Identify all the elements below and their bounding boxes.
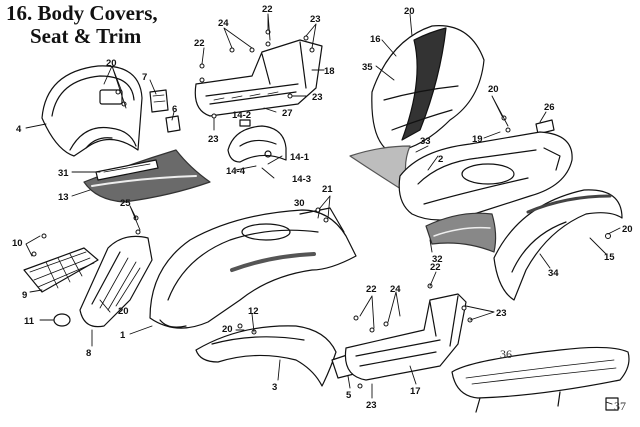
part-4-rear-fender-cover	[41, 65, 143, 157]
callout-10: 10	[12, 238, 23, 249]
callout-23e: 23	[366, 400, 377, 411]
part-7-decal	[149, 89, 169, 113]
callout-24b: 24	[390, 284, 401, 295]
callout-20a: 20	[106, 58, 117, 69]
callout-7: 7	[142, 72, 147, 83]
callout-33: 33	[420, 136, 431, 147]
callout-22d: 22	[430, 262, 441, 273]
title-line-1: 16. Body Covers,	[6, 1, 158, 25]
callout-32: 32	[432, 254, 443, 265]
callout-34: 34	[548, 268, 559, 279]
part-31-emblem	[95, 159, 159, 181]
callout-15: 15	[604, 252, 615, 263]
callout-23d: 23	[496, 308, 507, 319]
part-17-footrest-frame	[344, 293, 467, 381]
part-11-plug	[53, 313, 71, 327]
callout-37: 37	[614, 399, 626, 413]
callout-31: 31	[58, 168, 69, 179]
callout-22c: 22	[366, 284, 377, 295]
callout-13: 13	[58, 192, 69, 203]
callout-labels: 4 20 7 6 31 13 22 24 22 23 18 23 27 23 1…	[12, 4, 633, 413]
callout-26: 26	[544, 102, 555, 113]
callout-23b: 23	[312, 92, 323, 103]
callout-14-3: 14-3	[292, 174, 311, 185]
callout-3: 3	[272, 382, 277, 393]
part-26-plate	[535, 119, 555, 135]
callout-1: 1	[120, 330, 126, 341]
callout-20e: 20	[118, 306, 129, 317]
part-14-1-small-fender	[227, 125, 287, 163]
callout-23c: 23	[208, 134, 219, 145]
callout-20b: 20	[404, 6, 415, 17]
part-18-footrest-frame	[194, 39, 323, 117]
callout-22a: 22	[194, 38, 205, 49]
callout-24a: 24	[218, 18, 229, 29]
callout-27: 27	[282, 108, 293, 119]
callout-9: 9	[22, 290, 27, 301]
part-3-front-fender	[195, 325, 337, 387]
callout-30: 30	[294, 198, 305, 209]
diagram-title: 16. Body Covers, Seat & Trim	[6, 2, 158, 48]
callout-2: 2	[438, 154, 443, 165]
part-9-grille	[23, 247, 99, 293]
callout-21: 21	[322, 184, 333, 195]
callout-20c: 20	[488, 84, 499, 95]
callout-17: 17	[410, 386, 421, 397]
part-13-side-decal	[83, 149, 211, 203]
callout-11: 11	[24, 316, 35, 327]
callout-14-1: 14-1	[290, 152, 310, 163]
callout-5: 5	[346, 390, 352, 401]
part-1-front-body	[149, 207, 357, 329]
callout-20d: 20	[622, 224, 633, 235]
callout-20f: 20	[222, 324, 233, 335]
callout-36: 36	[500, 347, 512, 361]
part-8-front-shroud	[79, 235, 153, 328]
part-14-2-clip	[239, 119, 251, 127]
callout-12: 12	[248, 306, 259, 317]
callout-25: 25	[120, 198, 131, 209]
part-32-side-decal	[425, 212, 497, 253]
part-36-seat	[451, 346, 630, 413]
callout-14-4: 14-4	[226, 166, 246, 177]
callout-22b: 22	[262, 4, 273, 15]
fasteners	[31, 29, 611, 389]
title-line-2: Seat & Trim	[30, 24, 142, 48]
callout-8: 8	[86, 348, 91, 359]
callout-14-2: 14-2	[232, 110, 251, 121]
callout-35: 35	[362, 62, 373, 73]
callout-18: 18	[324, 66, 335, 77]
part-16-front-cover	[371, 25, 485, 153]
callout-16: 16	[370, 34, 381, 45]
leader-lines	[25, 13, 621, 405]
callout-4: 4	[16, 124, 22, 135]
part-6-decal	[165, 115, 181, 133]
part-2-rear-body	[398, 131, 573, 221]
part-15-rear-fender	[493, 189, 623, 301]
callout-19: 19	[472, 134, 483, 145]
callout-23a: 23	[310, 14, 321, 25]
callout-6: 6	[172, 104, 177, 115]
